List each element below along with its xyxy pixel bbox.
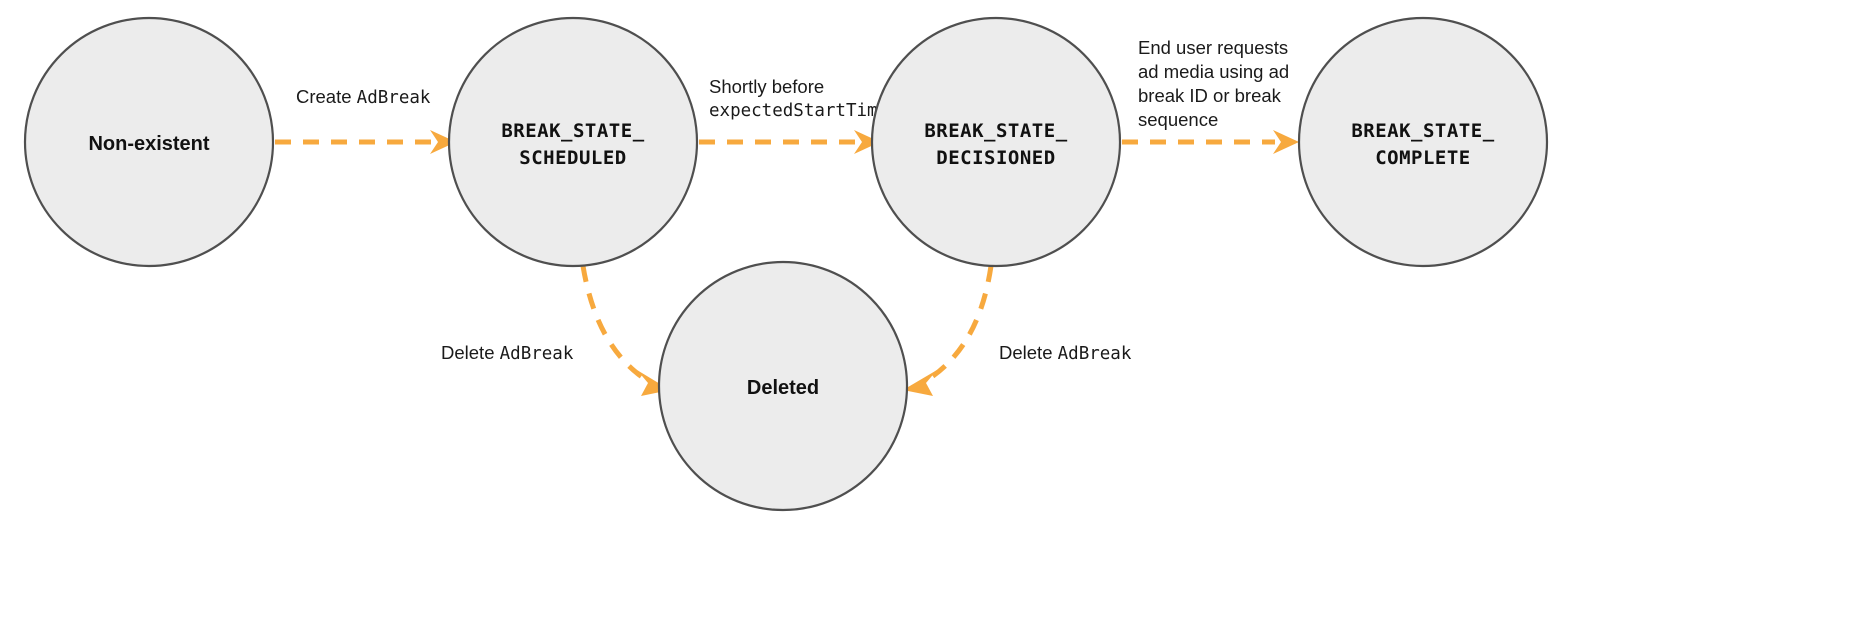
node-label-break-state-complete-line1: BREAK_STATE_	[1351, 120, 1494, 142]
node-label-break-state-complete-line2: COMPLETE	[1375, 147, 1471, 169]
arrow-head-icon	[430, 130, 456, 154]
node-circle	[23, 16, 275, 268]
node-break-state-scheduled[interactable]: BREAK_STATE_ SCHEDULED	[447, 16, 699, 268]
node-non-existent[interactable]: Non-existent	[23, 16, 275, 268]
edge-label-delete-adbreak-right: Delete AdBreak	[999, 342, 1132, 364]
edge-delete-adbreak-from-decisioned[interactable]: Delete AdBreak	[903, 265, 1132, 396]
node-circle	[1297, 16, 1549, 268]
node-label-deleted: Deleted	[747, 377, 819, 399]
node-label-break-state-scheduled-line2: SCHEDULED	[519, 147, 626, 169]
edge-label-delete-adbreak-left: Delete AdBreak	[441, 342, 574, 364]
edge-label-create-adbreak: Create AdBreak	[296, 86, 431, 108]
node-break-state-complete[interactable]: BREAK_STATE_ COMPLETE	[1297, 16, 1549, 268]
edge-label-line-1: End user requests	[1138, 37, 1288, 58]
arrow-head-icon	[903, 370, 937, 396]
node-deleted[interactable]: Deleted	[657, 260, 909, 512]
edge-shortly-before-expected-start-time[interactable]: Shortly before expectedStartTime	[699, 76, 888, 154]
edge-label-shortly-before: Shortly before	[709, 76, 824, 97]
edge-label-line-2: ad media using ad	[1138, 61, 1289, 82]
node-label-break-state-scheduled-line1: BREAK_STATE_	[501, 120, 644, 142]
node-label-break-state-decisioned-line1: BREAK_STATE_	[924, 120, 1067, 142]
edge-delete-adbreak-from-scheduled[interactable]: Delete AdBreak	[441, 265, 670, 396]
node-circle	[447, 16, 699, 268]
edge-label-line-4: sequence	[1138, 109, 1218, 130]
edge-end-user-requests-ad-media[interactable]: End user requests ad media using ad brea…	[1122, 37, 1299, 154]
edge-line	[920, 265, 994, 386]
node-circle	[657, 260, 909, 512]
edge-create-adbreak[interactable]: Create AdBreak	[275, 86, 456, 154]
node-break-state-decisioned[interactable]: BREAK_STATE_ DECISIONED	[870, 16, 1122, 268]
node-circle	[870, 16, 1122, 268]
node-label-non-existent: Non-existent	[88, 133, 209, 155]
edge-label-line-3: break ID or break	[1138, 85, 1282, 106]
arrow-head-icon	[854, 130, 880, 154]
node-label-break-state-decisioned-line2: DECISIONED	[936, 147, 1055, 169]
edge-line	[580, 265, 653, 386]
arrow-head-icon	[1273, 130, 1299, 154]
edge-label-expected-start-time: expectedStartTime	[709, 101, 888, 121]
